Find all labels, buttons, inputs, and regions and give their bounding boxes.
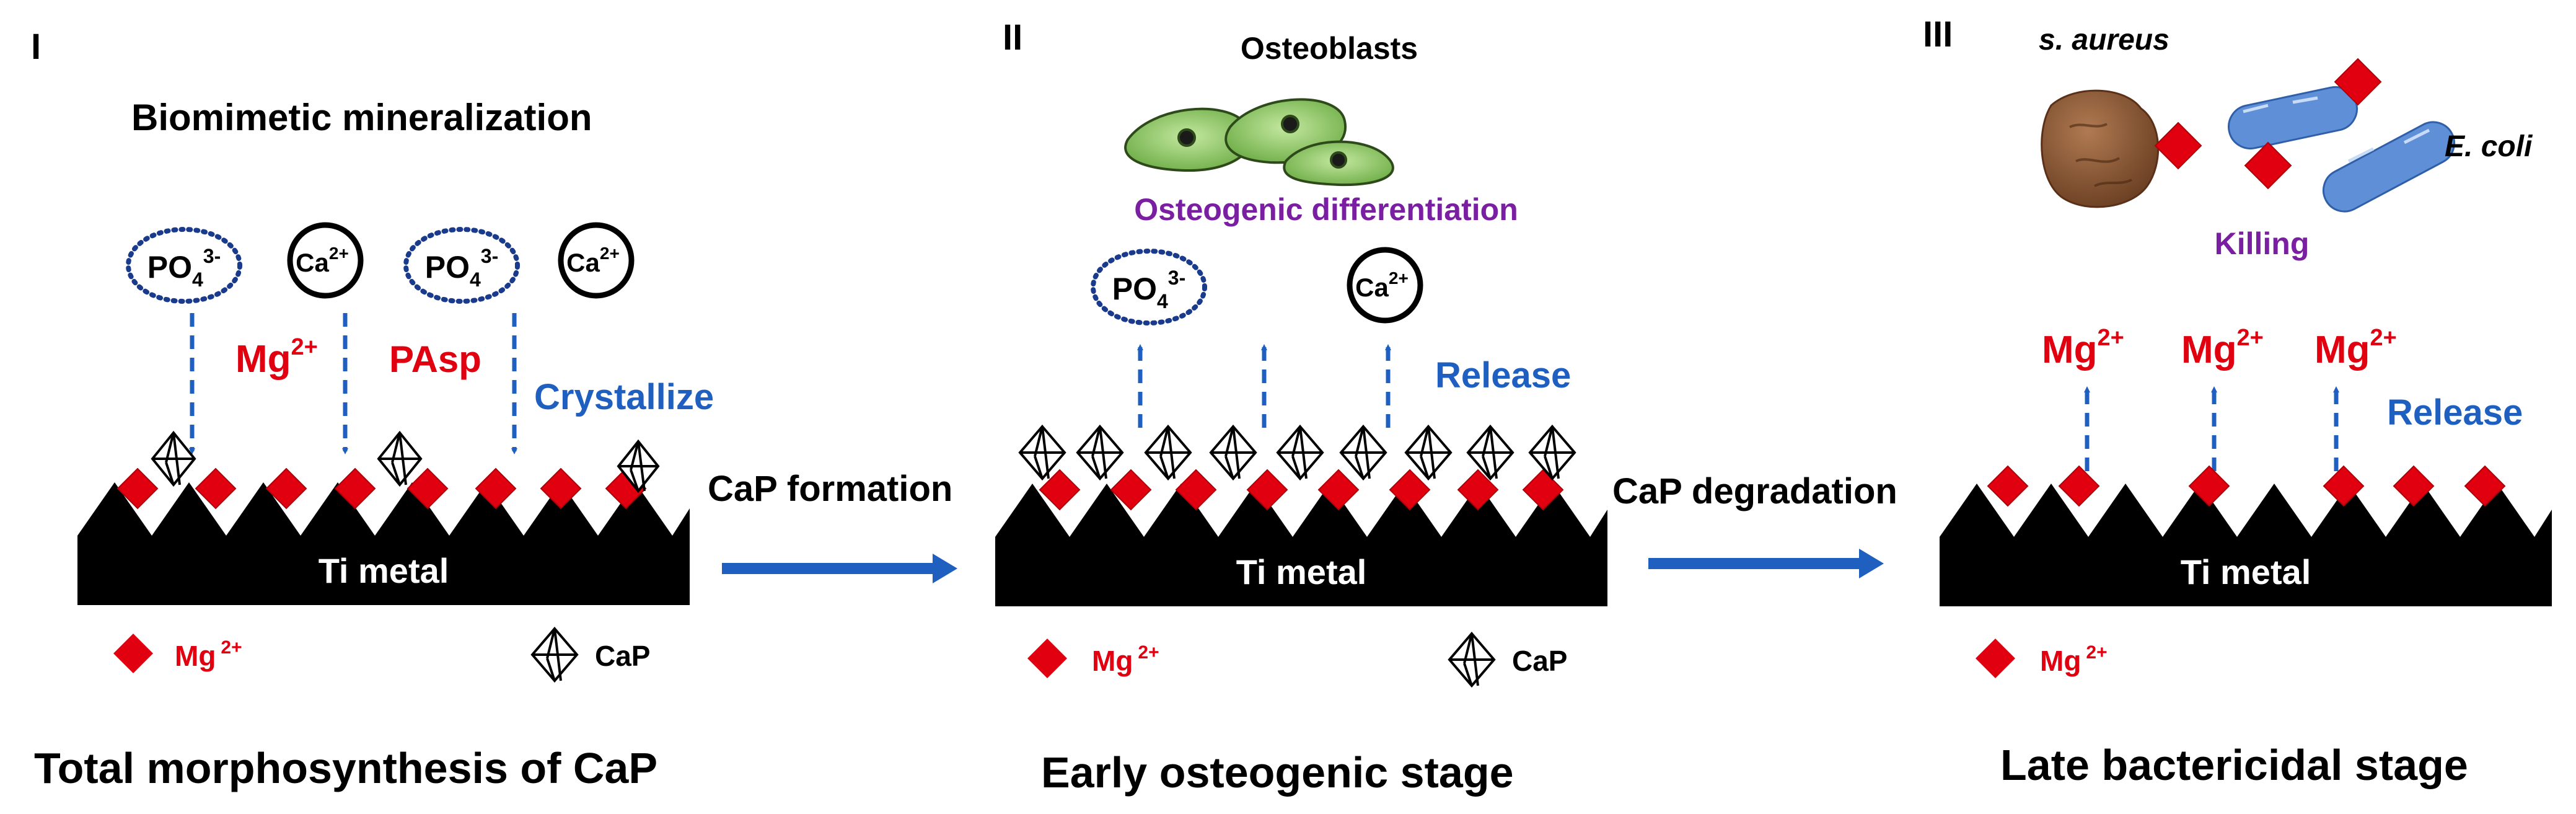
panel-2-numeral: II [1003,17,1022,58]
release-label-2: Release [1435,355,1571,396]
deposition-arrows [189,313,517,454]
svg-text:Ca2+: Ca2+ [566,244,620,277]
mg-label-release-3: Mg2+ [2314,325,2397,371]
svg-text:CaP: CaP [595,640,650,672]
ti-substrate-2: Ti metal [995,484,1607,606]
mg-label-release-1: Mg2+ [2042,325,2124,371]
osteoblasts-label: Osteoblasts [1241,31,1418,66]
panel-2-caption: Early osteogenic stage [1041,748,1514,797]
po4-ion-2: PO43- [403,227,520,304]
po4-ion-3: PO43- [1091,249,1207,325]
crystallize-label: Crystallize [534,377,714,417]
ca-ion-2: Ca2+ [558,222,635,299]
cap-degradation-label: CaP degradation [1612,471,1897,511]
panel-3-numeral: III [1923,14,1953,55]
cap-formation-label: CaP formation [708,469,952,509]
mg-label-1: Mg2+ [235,334,318,381]
panel-1-caption: Total morphosynthesis of CaP [34,744,657,792]
panel-3: III s. aureus E. coli Killing Mg2+ Mg2+ … [1923,14,2552,789]
mg-ions-surface-2 [1039,469,1564,511]
transition-arrow-2: CaP degradation [1612,471,1897,578]
release-arrows-2 [1137,344,1391,428]
osteogenic-differentiation-label: Osteogenic differentiation [1134,192,1518,227]
e-coli-icon [2228,86,2456,213]
ca-ion-1: Ca2+ [287,222,364,299]
svg-text:CaP: CaP [1512,645,1567,677]
e-coli-label: E. coli [2445,130,2533,163]
cap-crystals-1 [151,430,660,493]
ti-metal-label-1: Ti metal [319,551,449,590]
svg-text:PO43-: PO43- [147,245,221,291]
svg-text:PO43-: PO43- [425,245,499,291]
ca-ion-3: Ca2+ [1347,247,1423,324]
ti-metal-label-3: Ti metal [2181,552,2311,591]
mg-ions-surface-1 [116,467,647,510]
cap-crystals-2 [1018,424,1576,481]
svg-text:Ca2+: Ca2+ [296,244,349,277]
s-aureus-icon [2041,89,2160,208]
panel-1: I Biomimetic mineralization PO43- Ca2+ P… [31,27,714,792]
svg-text:PO43-: PO43- [1112,267,1186,312]
pasp-label: PAsp [389,338,481,380]
svg-text:Mg2+: Mg2+ [175,637,242,672]
svg-text:Mg2+: Mg2+ [2040,642,2108,677]
osteoblast-cells-icon [1124,98,1394,187]
mg-label-release-2: Mg2+ [2181,325,2264,371]
mg-ions-surface-3 [1987,465,2506,507]
mg-ions-attacking [2154,58,2382,190]
svg-text:Mg2+: Mg2+ [1092,642,1159,677]
ti-substrate-1: Ti metal [77,482,690,605]
panel-3-caption: Late bactericidal stage [2000,741,2468,789]
release-arrows-3 [2084,386,2339,471]
release-label-3: Release [2387,392,2523,433]
killing-label: Killing [2215,226,2310,261]
ti-substrate-3: Ti metal [1940,484,2552,606]
ti-metal-label-2: Ti metal [1236,552,1367,591]
s-aureus-label: s. aureus [2039,24,2169,56]
svg-text:Ca2+: Ca2+ [1355,268,1409,302]
transition-arrow-1: CaP formation [708,469,957,583]
panel-2: II Osteoblasts Osteogenic differentiatio… [995,17,1607,797]
panel-1-numeral: I [31,27,41,67]
po4-ion-1: PO43- [126,227,242,304]
panel-1-heading: Biomimetic mineralization [131,97,592,138]
